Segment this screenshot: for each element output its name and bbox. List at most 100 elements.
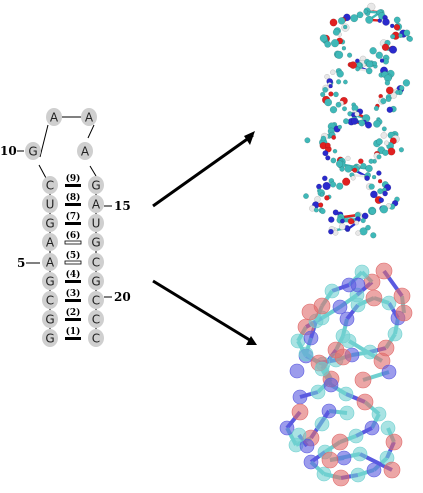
- atom: [382, 150, 388, 156]
- svg-text:G: G: [91, 179, 100, 193]
- bead: [333, 470, 349, 486]
- bead: [342, 334, 356, 348]
- atom: [305, 138, 311, 144]
- bead: [357, 394, 373, 410]
- atom: [320, 193, 324, 197]
- bead: [292, 404, 308, 420]
- atom: [370, 232, 376, 238]
- atom: [347, 53, 352, 58]
- atom: [328, 217, 334, 223]
- atom: [399, 147, 404, 152]
- bead: [311, 385, 325, 399]
- atom: [338, 17, 345, 24]
- atom: [336, 183, 343, 190]
- atom: [366, 68, 372, 74]
- bead: [365, 421, 379, 435]
- bead: [304, 331, 318, 345]
- bead: [339, 387, 353, 401]
- svg-text:G: G: [91, 275, 100, 289]
- bead: [351, 468, 365, 482]
- atom: [314, 208, 319, 213]
- atom: [336, 161, 343, 168]
- atom: [355, 112, 360, 117]
- atom: [376, 138, 382, 144]
- bead: [291, 334, 305, 348]
- atom: [338, 125, 342, 129]
- atom: [332, 135, 336, 139]
- nucleotide-left-2: U: [42, 195, 58, 213]
- pair-bar-1: [65, 337, 81, 340]
- atom: [346, 156, 351, 161]
- bead: [322, 404, 336, 418]
- atom: [343, 80, 347, 84]
- arrow-up-right-head: [244, 131, 255, 145]
- coarse-grained-bead-chain-icon: [280, 263, 412, 486]
- atom: [342, 107, 347, 112]
- atom: [340, 219, 344, 223]
- atom: [379, 198, 384, 203]
- atom: [325, 156, 330, 161]
- atom: [333, 149, 337, 153]
- atom: [351, 176, 356, 181]
- position-label-5: 5: [17, 256, 25, 270]
- nucleotide-right-9: C: [88, 329, 104, 347]
- nucleotide-left-9: G: [42, 329, 58, 347]
- atom: [323, 182, 331, 190]
- nucleotide-left-3: G: [42, 214, 58, 232]
- atom: [390, 34, 395, 39]
- svg-text:G: G: [45, 332, 54, 346]
- atom: [403, 79, 410, 86]
- svg-text:G: G: [45, 217, 54, 231]
- svg-text:U: U: [46, 198, 55, 212]
- arrows: [153, 131, 257, 345]
- bead: [315, 417, 329, 431]
- bead: [340, 406, 354, 420]
- svg-text:A: A: [46, 256, 55, 270]
- atom: [335, 51, 343, 59]
- atom: [365, 16, 373, 24]
- atom: [365, 225, 370, 230]
- nucleotide-right-3: U: [88, 214, 104, 232]
- svg-text:C: C: [92, 294, 100, 308]
- nucleotide-a-loop-right: A: [81, 108, 97, 126]
- atom: [372, 175, 376, 179]
- svg-text:G: G: [45, 313, 54, 327]
- pair-bar-2: [65, 318, 81, 321]
- atom: [370, 47, 377, 54]
- atomistic-atoms: [303, 3, 413, 238]
- nucleotide-left-0: G: [25, 142, 41, 160]
- pair-label-4: (4): [66, 269, 81, 280]
- nucleotide-left-7: C: [42, 291, 58, 309]
- svg-text:C: C: [92, 256, 100, 270]
- atom: [325, 143, 330, 148]
- pair-label-7: (7): [66, 211, 81, 222]
- atom: [320, 209, 325, 214]
- nucleotide-right-7: C: [88, 291, 104, 309]
- bead: [302, 304, 318, 320]
- atom: [382, 18, 389, 25]
- atom: [387, 107, 393, 113]
- atom: [378, 179, 382, 183]
- pair-label-6: (6): [66, 230, 81, 241]
- bead: [325, 284, 339, 298]
- atom: [359, 120, 365, 126]
- bead: [376, 263, 392, 279]
- bead: [299, 347, 313, 361]
- atom: [348, 218, 354, 224]
- beads: [280, 263, 412, 486]
- position-label-20: 20: [114, 290, 131, 304]
- atom: [381, 132, 387, 138]
- bead: [388, 327, 402, 341]
- atom: [322, 176, 327, 181]
- atom: [333, 230, 338, 235]
- atom: [350, 62, 357, 69]
- atom: [366, 61, 373, 68]
- bead: [335, 349, 351, 365]
- atom: [350, 14, 358, 22]
- atom: [384, 141, 389, 146]
- atom: [325, 41, 331, 47]
- bead: [384, 462, 400, 478]
- atom: [380, 205, 388, 213]
- atom: [330, 70, 335, 75]
- nucleotide-left-6: G: [42, 272, 58, 290]
